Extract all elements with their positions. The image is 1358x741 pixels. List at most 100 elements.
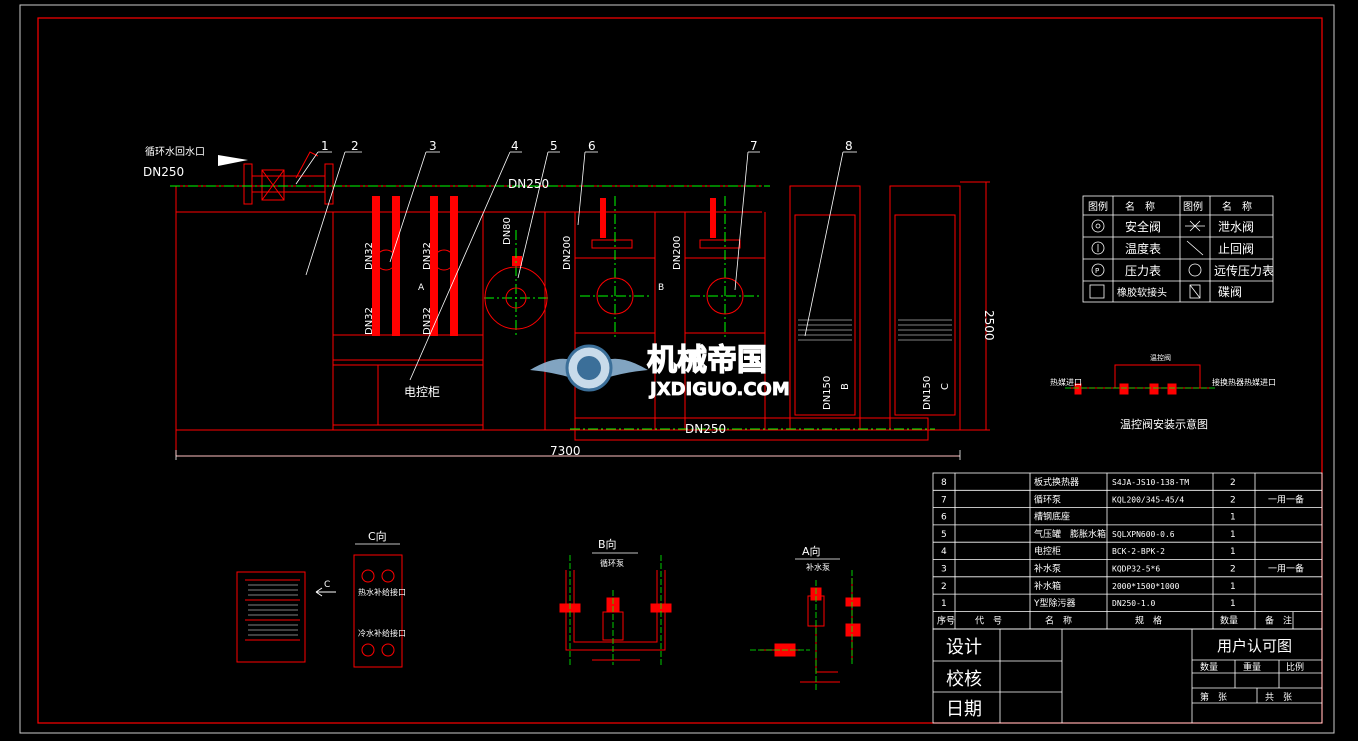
pipe-label: DN200 xyxy=(672,236,683,270)
bom-spec: 2000*1500*1000 xyxy=(1112,582,1180,591)
legend-table xyxy=(1082,195,1274,303)
bom-name: 补水箱 xyxy=(1034,580,1061,592)
legend-name: 远传压力表 xyxy=(1214,263,1274,278)
title-block-scale: 比例 xyxy=(1286,661,1304,673)
watermark-title: 机械帝国 xyxy=(647,343,767,378)
temp-valve-left-label: 热媒进口 xyxy=(1050,377,1082,387)
title-block-date: 日期 xyxy=(946,699,982,720)
bom-no: 6 xyxy=(941,513,947,523)
callout-number: 5 xyxy=(550,139,558,153)
legend-name: 止回阀 xyxy=(1218,242,1254,256)
b-view-centerline xyxy=(569,555,662,665)
b-view xyxy=(559,570,672,661)
title-block-total: 共 张 xyxy=(1265,692,1292,703)
bom-spec: KQL200/345-45/4 xyxy=(1112,495,1184,504)
legend-name: 碟阀 xyxy=(1218,285,1242,299)
a-view-title: A向 xyxy=(802,544,821,558)
title-block-check: 校核 xyxy=(946,669,982,690)
bom-note: 一用一备 xyxy=(1268,493,1304,505)
bom-spec: SQLXPN600-0.6 xyxy=(1112,530,1175,539)
bom-qty: 1 xyxy=(1230,599,1236,609)
centerlines xyxy=(170,185,935,430)
bom-header-cell: 数量 xyxy=(1220,614,1238,626)
title-block xyxy=(932,628,1323,724)
bom-name: 槽钢底座 xyxy=(1034,511,1070,523)
outer-frame xyxy=(19,4,1335,734)
view-marker: B xyxy=(840,383,851,390)
bom-name: 补水泵 xyxy=(1034,563,1061,575)
title-block-title: 用户认可图 xyxy=(1217,637,1292,655)
pipe-label: DN32 xyxy=(364,242,375,270)
callout-number: 4 xyxy=(511,139,519,153)
legend-name: 压力表 xyxy=(1125,264,1161,278)
pipe-label: DN150 xyxy=(822,376,833,410)
c-view-label-top: 热水补给接口 xyxy=(358,587,406,597)
inner-frame xyxy=(37,17,1323,724)
c-view-arrow-icon xyxy=(315,587,336,597)
main-elevation xyxy=(175,151,990,457)
bom-no: 5 xyxy=(941,530,947,540)
callout-number: 3 xyxy=(429,139,437,153)
bom-header-cell: 备 注 xyxy=(1265,614,1292,626)
bom-name: 板式换热器 xyxy=(1034,476,1079,488)
bom-spec: BCK-2-BPK-2 xyxy=(1112,547,1165,556)
callout-number: 2 xyxy=(351,139,359,153)
pipe-label: DN200 xyxy=(562,236,573,270)
pump-motors xyxy=(375,249,744,330)
callout-number: 8 xyxy=(845,139,853,153)
bom-qty: 2 xyxy=(1230,478,1236,488)
title-block-design: 设计 xyxy=(946,637,982,658)
temp-valve-diagram xyxy=(1070,364,1210,395)
b-view-subtitle: 循环泵 xyxy=(600,558,624,568)
a-view-centerline xyxy=(750,570,853,690)
legend-header: 名 称 xyxy=(1222,200,1252,213)
butterfly-valve-icon xyxy=(1189,284,1201,299)
flex-joint-icon xyxy=(1089,284,1105,299)
c-view-arrow-label: C xyxy=(324,580,330,590)
svg-text:P: P xyxy=(1095,267,1099,275)
bom-qty: 2 xyxy=(1230,495,1236,505)
inlet-label: 循环水回水口 xyxy=(145,145,205,158)
view-marker: A xyxy=(418,283,425,293)
bom-qty: 1 xyxy=(1230,582,1236,592)
legend-name: 橡胶软接头 xyxy=(1117,286,1167,299)
pipe-label: DN150 xyxy=(922,376,933,410)
bom-header-cell: 序号 xyxy=(937,614,955,626)
pipe-label: DN32 xyxy=(422,307,433,335)
c-view xyxy=(236,554,403,668)
exchanger-plates xyxy=(798,319,952,341)
bom-no: 2 xyxy=(941,582,947,592)
legend-name: 泄水阀 xyxy=(1218,220,1254,234)
wing-left-icon xyxy=(530,358,572,378)
pressure-gauge-icon: P xyxy=(1091,263,1105,277)
a-view-subtitle: 补水泵 xyxy=(806,562,830,572)
title-block-qty: 数量 xyxy=(1200,661,1218,673)
check-valve-icon xyxy=(1186,240,1204,256)
b-view-title: B向 xyxy=(598,537,617,551)
temp-valve-right-label: 接换热器热媒进口 xyxy=(1212,377,1276,387)
c-view-title: C向 xyxy=(368,529,387,543)
bom-spec: KQDP32-5*6 xyxy=(1112,565,1160,574)
watermark-logo xyxy=(530,344,648,392)
inlet-size: DN250 xyxy=(143,165,184,179)
wing-right-icon xyxy=(606,358,648,378)
bom-name: 气压罐 膨胀水箱 xyxy=(1034,528,1106,540)
bom-qty: 2 xyxy=(1230,565,1236,575)
title-block-weight: 重量 xyxy=(1243,661,1261,673)
red-fills xyxy=(372,196,716,336)
bom-note: 一用一备 xyxy=(1268,563,1304,575)
c-view-hatch xyxy=(248,584,298,636)
bom-spec: S4JA-JS10-138-TM xyxy=(1112,478,1189,487)
a-view xyxy=(760,578,861,683)
legend-symbols: P xyxy=(1089,219,1205,299)
bom-no: 4 xyxy=(941,547,947,557)
bom-name: 循环泵 xyxy=(1034,493,1061,505)
bom-name: 电控柜 xyxy=(1034,545,1061,557)
bom-header-cell: 名 称 xyxy=(1045,614,1072,626)
pipe-label: DN32 xyxy=(364,307,375,335)
thermometer-icon xyxy=(1091,241,1105,255)
legend-header: 名 称 xyxy=(1125,200,1155,213)
bom-qty: 1 xyxy=(1230,530,1236,540)
bom-spec: DN250-1.0 xyxy=(1112,599,1156,608)
